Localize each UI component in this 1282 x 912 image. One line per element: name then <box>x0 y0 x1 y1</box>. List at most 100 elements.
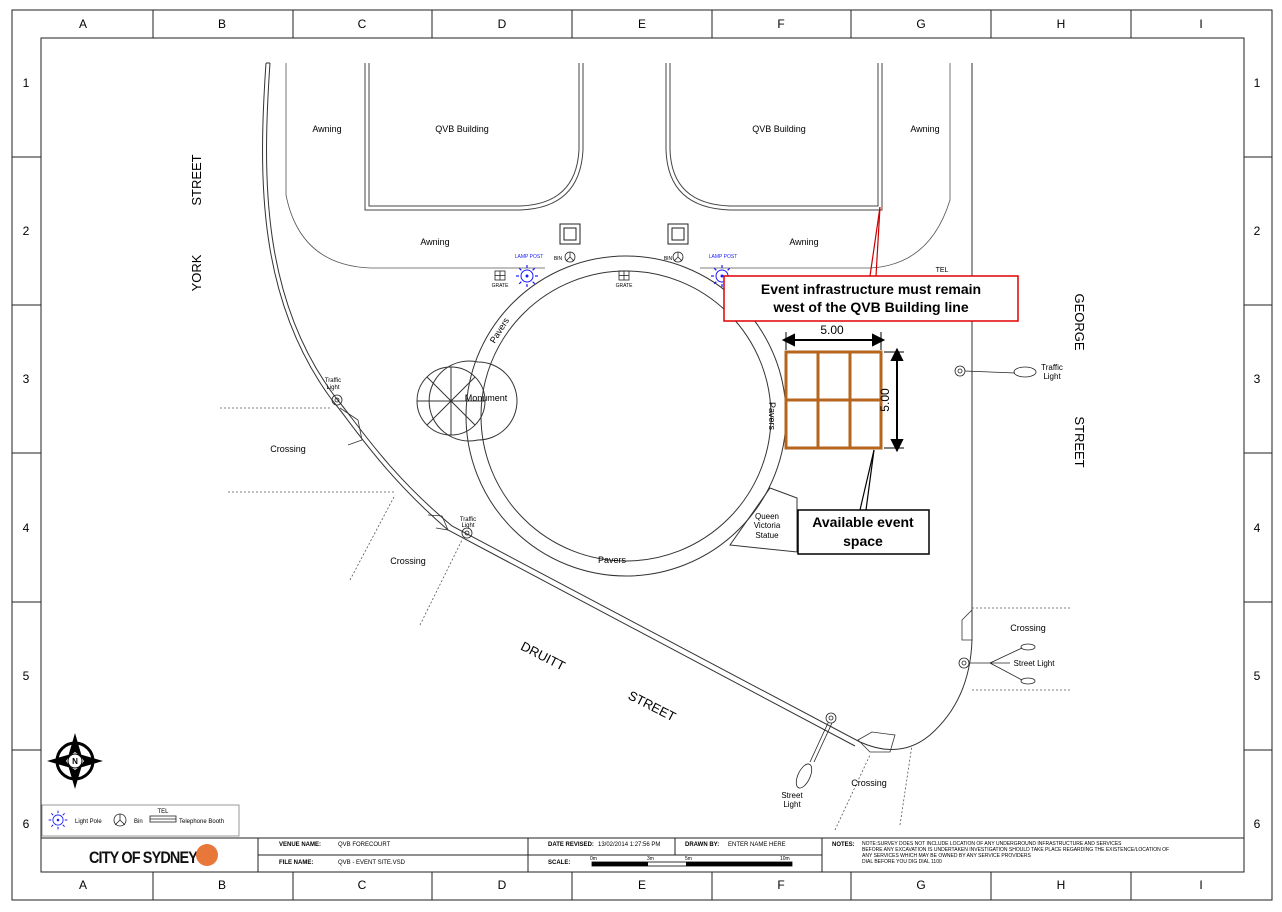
event-space-callout-box <box>797 509 930 555</box>
grid-row-label: 2 <box>23 224 30 238</box>
file-name-value: QVB - EVENT SITE.VSD <box>338 860 406 866</box>
notes-line: DIAL BEFORE YOU DIG DIAL 1100 <box>862 859 942 865</box>
grid-column-label: H <box>1057 878 1066 892</box>
lamp-post-label: LAMP POST <box>515 254 544 260</box>
lamp-ray <box>62 813 65 816</box>
grid-column-label: B <box>218 17 226 31</box>
monument-label: Monument <box>465 393 508 403</box>
grid-row-label: 3 <box>1254 372 1261 386</box>
traffic-light-label: Traffic <box>1041 363 1063 372</box>
qvb-building-label: QVB Building <box>752 124 806 134</box>
queen-victoria-statue-outline <box>729 487 798 553</box>
event-space-grid <box>784 350 883 450</box>
traffic-light-label: Traffic <box>460 517 476 523</box>
logo-text: CITY OF SYDNEY <box>89 848 198 867</box>
druitt-street-label: STREET <box>626 688 679 725</box>
pavers-label: Pavers <box>598 555 627 565</box>
drawn-by-value: ENTER NAME HERE <box>728 842 786 848</box>
grid-column-label: A <box>79 878 87 892</box>
awning-label: Awning <box>910 124 939 134</box>
awning-label: Awning <box>312 124 341 134</box>
bin-label: BIN <box>554 256 563 262</box>
grid-row-label: 1 <box>1254 76 1261 90</box>
dimension-width-label: 5.00 <box>820 323 844 337</box>
monument <box>416 360 518 442</box>
lamp-ray <box>727 267 731 271</box>
scale-tick-0: 0m <box>590 856 597 862</box>
dimension-lines <box>781 332 904 453</box>
traffic-light-label: Light <box>326 385 339 391</box>
kerb-ramps <box>339 407 973 753</box>
street-light-icon <box>795 712 837 789</box>
grid-row-label: 2 <box>1254 224 1261 238</box>
traffic-light-label: Light <box>461 523 474 529</box>
scale-tick-10: 10m <box>780 856 790 862</box>
venue-name-label: VENUE NAME: <box>279 842 321 848</box>
north-label: N <box>72 757 78 766</box>
traffic-light-icon <box>954 365 1037 378</box>
tel-label: TEL <box>936 267 949 274</box>
grid-row-label: 6 <box>1254 817 1261 831</box>
lamp-ray <box>51 813 54 816</box>
qvb-building-east <box>665 63 883 211</box>
notes-label: NOTES: <box>832 842 855 848</box>
grid-column-label: F <box>777 17 784 31</box>
lamp-ray <box>518 281 522 285</box>
street-light-icon <box>958 643 1036 685</box>
york-street-label: STREET <box>189 154 204 205</box>
telephone-booth-icon <box>149 815 177 823</box>
venue-name-value: QVB FORECOURT <box>338 842 391 848</box>
grate-label: GRATE <box>492 283 510 289</box>
scale-label: SCALE: <box>548 860 570 866</box>
street-names: STREET YORK GEORGE STREET DRUITT STREET <box>189 154 1087 724</box>
grid-row-label: 6 <box>23 817 30 831</box>
grate-icon <box>494 270 506 281</box>
grate-label: GRATE <box>616 283 634 289</box>
george-street-label: GEORGE <box>1072 293 1087 350</box>
notes-line: BEFORE ANY EXCAVATION IS UNDERTAKEN INVE… <box>862 847 1169 853</box>
grid-column-label: A <box>79 17 87 31</box>
street-light-label: Street <box>781 791 803 800</box>
traffic-light-icon <box>461 527 473 539</box>
lamp-ring <box>520 269 534 283</box>
lamp-ray <box>532 281 536 285</box>
grid-column-label: E <box>638 17 646 31</box>
dimension-height-label: 5.00 <box>878 388 892 412</box>
scale-bar <box>591 861 793 867</box>
grid-column-label: G <box>916 17 925 31</box>
drawn-by-label: DRAWN BY: <box>685 842 719 848</box>
grid-column-label: I <box>1199 17 1202 31</box>
lamp-center <box>525 274 529 278</box>
site-boundary <box>262 62 973 751</box>
bin-label: BIN <box>664 256 673 262</box>
grid-row-label: 3 <box>23 372 30 386</box>
lamp-ray <box>62 824 65 827</box>
grid-row-label: 4 <box>1254 521 1261 535</box>
bin-icon <box>564 251 576 263</box>
grid-row-label: 1 <box>23 76 30 90</box>
scale-tick-5: 5m <box>685 856 692 862</box>
awning-label: Awning <box>789 237 818 247</box>
traffic-light-label: Traffic <box>325 378 341 384</box>
legend-telephone-booth-label: Telephone Booth <box>179 819 224 825</box>
grid-column-label: E <box>638 878 646 892</box>
file-name-label: FILE NAME: <box>279 860 313 866</box>
grid-row-label: 5 <box>1254 669 1261 683</box>
crossing-label: Crossing <box>851 778 887 788</box>
lamp-ring <box>52 814 64 826</box>
awning-outlines <box>285 63 951 269</box>
bin-icon <box>672 251 684 263</box>
building-line-callout-box <box>723 275 1019 322</box>
lamp-ray <box>713 267 717 271</box>
legend-light-pole-label: Light Pole <box>75 819 102 825</box>
title-block <box>40 837 1245 873</box>
lamp-post-label: LAMP POST <box>709 254 738 260</box>
building-line-callout-line2: west of the QVB Building line <box>772 299 968 315</box>
traffic-light-icon <box>331 394 343 406</box>
event-space-callout-line2: space <box>843 533 883 549</box>
pavers-label: Pavers <box>767 402 777 431</box>
grid-column-label: I <box>1199 878 1202 892</box>
bin-icon <box>113 813 127 827</box>
